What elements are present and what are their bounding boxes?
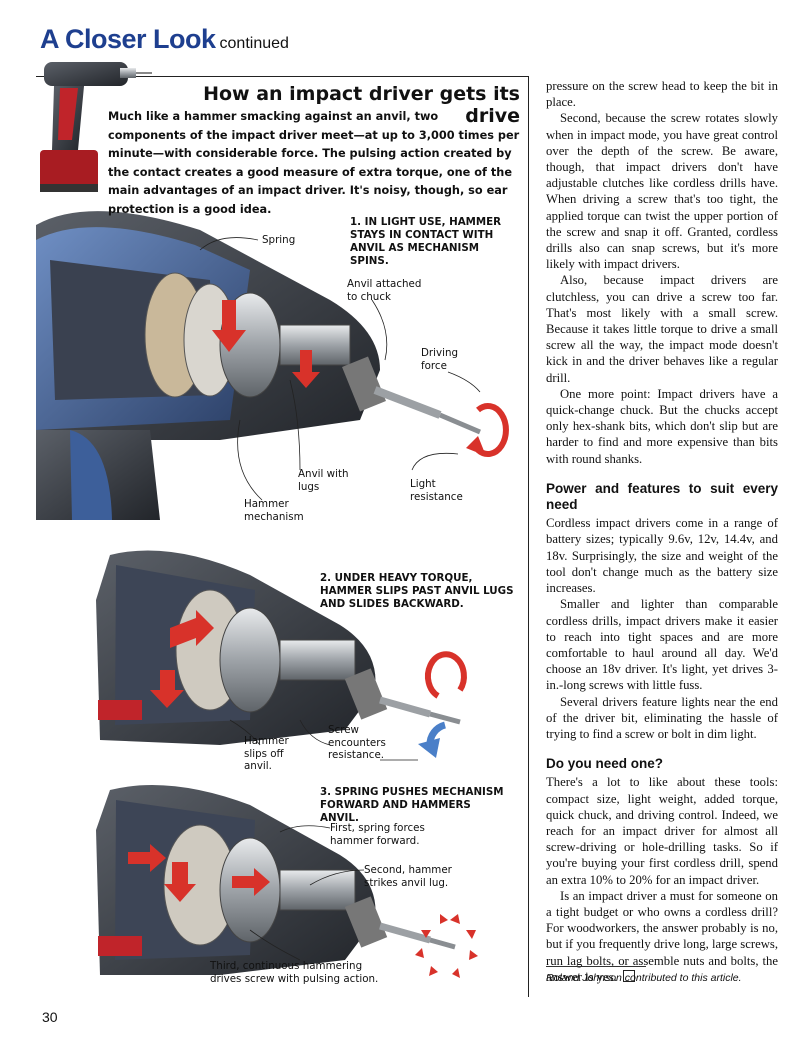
label-driving-force: Driving force — [421, 347, 459, 372]
label-screw-resistance: Screw encounters resistance. — [328, 724, 386, 761]
article-heading: Do you need one? — [546, 756, 664, 772]
article-credit: Roland Johnson contributed to this artic… — [546, 972, 742, 984]
section-subtitle: continued — [219, 35, 289, 52]
label-anvil-attached: Anvil attached to chuck — [347, 278, 422, 303]
label-second-hammer: Second, hammer strikes anvil lug. — [364, 864, 452, 889]
sidebar-title: How an impact driver gets its drive — [203, 83, 520, 127]
article-paragraph: Smaller and lighter than comparable cord… — [546, 597, 778, 693]
label-light-resistance: Light resistance — [410, 478, 463, 503]
article-paragraph: Is an impact driver a must for someone o… — [546, 888, 778, 985]
page-number: 30 — [42, 1009, 58, 1025]
label-first-spring: First, spring forces hammer forward. — [330, 822, 425, 847]
step-3-caption: 3. SPRING PUSHES MECHANISM FORWARD AND H… — [320, 786, 504, 824]
label-hammer-slips: Hammer slips off anvil. — [244, 735, 289, 772]
callout-leaders — [199, 237, 481, 961]
article-column: pressure on the screw head to keep the b… — [546, 78, 778, 985]
section-title: A Closer Look — [40, 24, 216, 54]
article-paragraph: One more point: Impact drivers have a qu… — [546, 386, 778, 466]
article-heading: Power and features to suit every need — [546, 480, 778, 513]
step-2-caption: 2. UNDER HEAVY TORQUE, HAMMER SLIPS PAST… — [320, 572, 514, 610]
sidebar-intro: Much like a hammer smacking against an a… — [108, 110, 520, 216]
label-hammer-mechanism: Hammer mechanism — [244, 498, 304, 523]
sidebar-box — [36, 76, 529, 997]
credit-rule — [546, 966, 646, 967]
label-spring: Spring — [262, 234, 296, 246]
label-anvil-lugs: Anvil with lugs — [298, 468, 349, 493]
article-paragraph: There's a lot to like about these tools:… — [546, 775, 778, 887]
label-third-hammering: Third, continuous hammering drives screw… — [210, 960, 379, 985]
drill-thumbnail — [40, 62, 152, 192]
figure-2-cutaway — [96, 550, 467, 758]
article-paragraph: Several drivers feature lights near the … — [546, 694, 778, 741]
end-mark-icon — [622, 969, 635, 982]
step-1-caption: 1. IN LIGHT USE, HAMMER STAYS IN CONTACT… — [350, 216, 502, 267]
article-paragraph: Second, because the screw rotates slowly… — [546, 111, 778, 272]
article-paragraph: pressure on the screw head to keep the b… — [546, 79, 778, 110]
article-paragraph: Cordless impact drivers come in a range … — [546, 516, 778, 596]
article-final-text: Is an impact driver a must for someone o… — [546, 888, 778, 984]
figure-3-cutaway — [96, 785, 478, 978]
article-paragraph: Also, because impact drivers are clutchl… — [546, 273, 778, 385]
figure-1-cutaway — [36, 211, 509, 520]
